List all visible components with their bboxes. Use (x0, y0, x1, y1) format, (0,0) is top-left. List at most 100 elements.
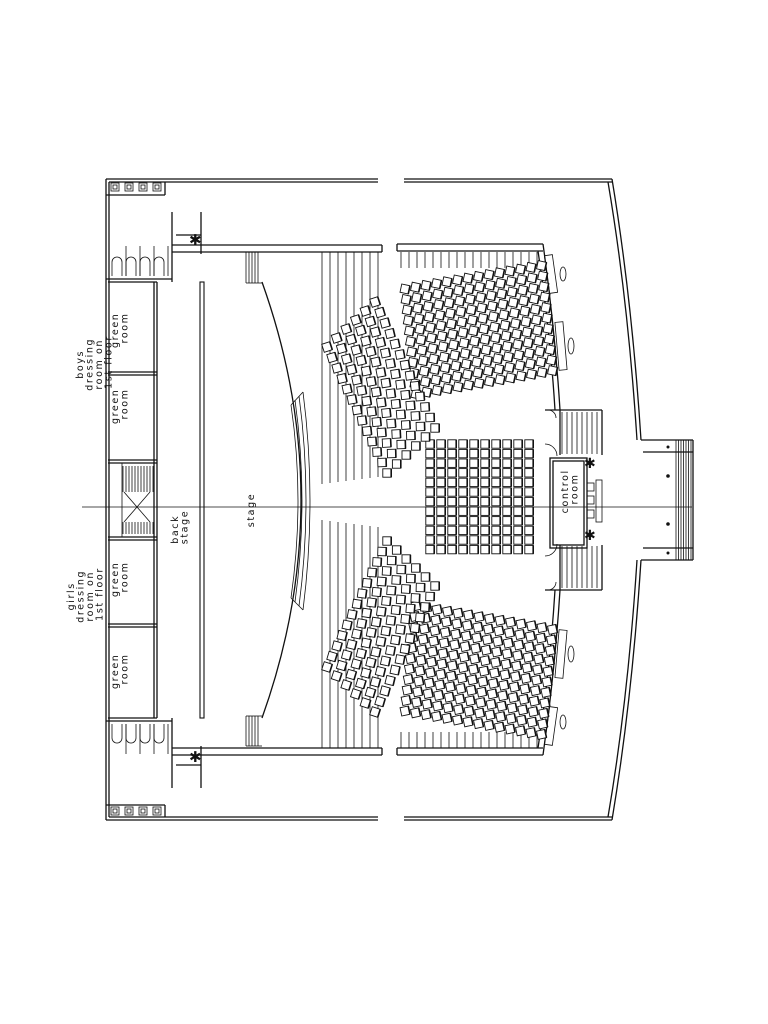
seat-back (501, 722, 506, 731)
seat-box (401, 554, 411, 564)
seat (438, 637, 450, 649)
seat (369, 326, 382, 338)
seat-box (386, 555, 397, 566)
seat (350, 344, 363, 356)
seat-back (522, 725, 527, 735)
seat-box (491, 535, 501, 545)
seat-box (405, 400, 416, 411)
seat (452, 607, 464, 619)
seat-back (494, 688, 499, 698)
seat (458, 506, 468, 516)
seat-back (530, 339, 534, 348)
seat (447, 448, 457, 459)
seat (447, 506, 457, 516)
seat-back (364, 619, 368, 629)
seat (420, 432, 431, 442)
seat-back (553, 634, 558, 644)
seat-back (452, 681, 457, 691)
seat-back (546, 283, 550, 292)
seat (445, 318, 458, 330)
control-room: ✱ ✱ (544, 409, 603, 591)
wc-fixture (112, 184, 118, 190)
seat-back (353, 364, 358, 373)
seat-back (544, 622, 548, 632)
seat (409, 281, 422, 293)
seat-back (440, 290, 444, 300)
seat-back (369, 426, 373, 435)
seat (525, 727, 537, 739)
seat (546, 365, 559, 377)
seat-box (480, 496, 490, 507)
seat (411, 563, 421, 573)
seat-back (461, 287, 465, 296)
seat-back (453, 320, 458, 329)
seat-back (510, 353, 515, 362)
seat (483, 375, 496, 387)
seat-back (526, 297, 530, 306)
seat (476, 302, 488, 314)
seat (470, 642, 482, 654)
seat-back (384, 607, 387, 617)
seating-blocks (321, 260, 559, 740)
seat-back (449, 278, 453, 287)
seat-back (475, 664, 480, 673)
seat-back (485, 314, 489, 324)
seat (491, 516, 501, 526)
seat-back (516, 309, 521, 319)
seat-back (419, 697, 423, 706)
seat-back (490, 623, 495, 633)
seat-back (421, 676, 425, 685)
seat-back (541, 337, 545, 347)
seat (469, 335, 481, 347)
seat (406, 573, 416, 584)
seat-box (524, 516, 534, 526)
seat-box (447, 458, 457, 468)
seat (539, 291, 551, 303)
seat-back (522, 362, 526, 371)
seat (458, 544, 468, 555)
seat (450, 360, 462, 372)
seat (524, 439, 534, 449)
seat-back (377, 678, 382, 688)
seat (491, 525, 501, 536)
seat (444, 681, 457, 693)
seat-back (425, 357, 429, 366)
seat-back (378, 618, 382, 627)
seat-box (480, 477, 490, 488)
seat-back (359, 630, 363, 640)
seat-back (343, 343, 348, 352)
seat (401, 684, 413, 696)
seat (356, 385, 368, 396)
seat (513, 496, 523, 507)
seat-box (447, 487, 457, 497)
seat-back (548, 304, 552, 313)
seat (488, 667, 501, 679)
column-marker (666, 551, 670, 555)
seat (517, 704, 529, 716)
seat-back (415, 632, 419, 641)
seat-back (437, 365, 441, 375)
seat-back (520, 341, 524, 350)
seat-back (542, 347, 546, 357)
seat (436, 458, 446, 468)
seat (403, 663, 416, 675)
seat (507, 691, 520, 704)
seat-back (537, 685, 542, 695)
seat-back (502, 376, 506, 385)
seat (386, 555, 397, 566)
seat (523, 641, 536, 653)
seat-back (473, 306, 478, 315)
seat-back (348, 651, 353, 661)
seat-back (540, 326, 544, 336)
seat-back (450, 288, 454, 298)
seat-back (409, 306, 413, 316)
seat-back (481, 379, 485, 389)
seat-box (469, 439, 479, 449)
seat (524, 525, 534, 536)
seat-back (470, 716, 474, 726)
wc-fixture (140, 808, 146, 814)
seat (423, 677, 436, 689)
seat (425, 487, 435, 497)
seat (409, 707, 422, 719)
seat (434, 679, 446, 691)
